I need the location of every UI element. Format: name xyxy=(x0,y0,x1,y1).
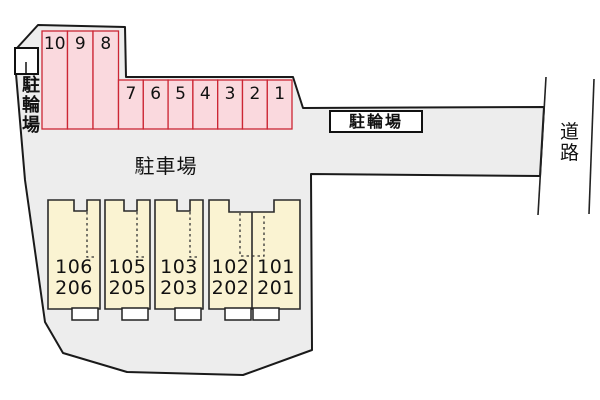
unit-102: 102 xyxy=(211,256,250,278)
stall-8 xyxy=(92,30,120,130)
unit-203: 203 xyxy=(160,277,198,299)
door-105 xyxy=(121,307,149,321)
building-105-205 xyxy=(104,199,151,310)
stall-number-10: 10 xyxy=(43,34,66,54)
stall-7 xyxy=(117,79,144,130)
unit-202: 202 xyxy=(211,277,250,299)
stair-dash-103 xyxy=(189,212,199,258)
entry-doors xyxy=(71,307,280,321)
stall-number-9: 9 xyxy=(74,34,86,54)
stall-1 xyxy=(266,79,293,130)
road-label: 道路 xyxy=(559,121,579,164)
unit-105: 105 xyxy=(108,256,147,278)
door-101 xyxy=(252,307,280,321)
unit-106: 106 xyxy=(55,256,93,278)
stall-number-6: 6 xyxy=(150,84,162,104)
stall-9 xyxy=(66,30,94,130)
building-106-206 xyxy=(47,199,101,310)
apartment-buildings xyxy=(47,199,301,310)
door-103 xyxy=(174,307,202,321)
unit-numbers-102-202: 102 202 xyxy=(209,257,253,299)
stall-number-8: 8 xyxy=(100,34,112,54)
stair-dashed-lines xyxy=(86,212,265,258)
parking-stalls-short xyxy=(117,79,293,130)
stall-6 xyxy=(142,79,169,130)
parking-lot-label: 駐車場 xyxy=(134,154,198,178)
stall-number-1: 1 xyxy=(274,84,286,104)
bicycle-parking-left-label: 駐輪場 xyxy=(22,75,40,136)
unit-numbers-105-205: 105 205 xyxy=(106,257,150,299)
unit-201: 201 xyxy=(257,277,295,299)
unit-numbers-101-201: 101 201 xyxy=(254,257,298,299)
door-106 xyxy=(71,307,99,321)
unit-101: 101 xyxy=(257,256,295,278)
unit-103: 103 xyxy=(160,256,198,278)
unit-numbers-103-203: 103 203 xyxy=(157,257,201,299)
stall-number-4: 4 xyxy=(199,84,211,104)
stall-10 xyxy=(41,30,69,130)
bicycle-parking-right-label: 駐輪場 xyxy=(329,110,423,133)
unit-205: 205 xyxy=(108,277,147,299)
stall-number-7: 7 xyxy=(125,84,137,104)
stair-dash-106 xyxy=(86,212,96,258)
stall-number-5: 5 xyxy=(175,84,186,104)
stair-dash-105 xyxy=(136,212,146,258)
stall-number-3: 3 xyxy=(224,84,236,104)
stair-dash-102-101 xyxy=(239,213,265,257)
stall-number-2: 2 xyxy=(249,84,261,104)
stall-4 xyxy=(192,79,219,130)
unit-numbers-106-206: 106 206 xyxy=(52,257,96,299)
parking-stalls-tall xyxy=(41,30,120,130)
building-103-203 xyxy=(154,199,204,310)
stall-2 xyxy=(241,79,268,130)
door-102 xyxy=(224,307,252,321)
road-right-line xyxy=(588,78,595,215)
unit-206: 206 xyxy=(55,277,93,299)
road-left-line xyxy=(537,76,547,216)
